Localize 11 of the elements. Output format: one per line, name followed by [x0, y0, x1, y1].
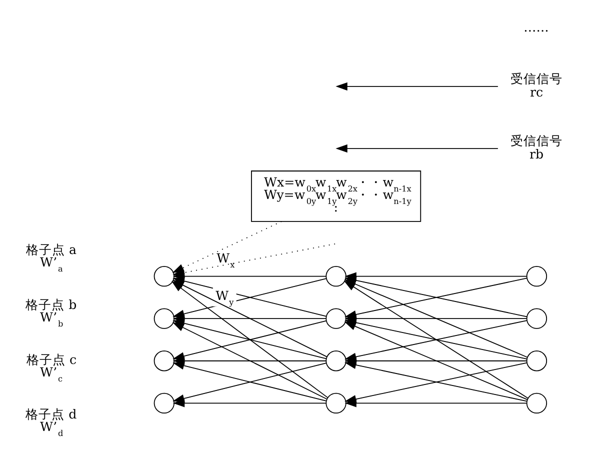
edge-label: W$_{y}$ — [215, 288, 234, 307]
node-label: 格子点 c — [26, 352, 76, 367]
node-label: 格子点 d — [25, 406, 76, 422]
node-label: W’$_{d}$ — [39, 419, 63, 438]
edge-label: W$_{x}$ — [216, 250, 234, 270]
node-text: 受信信号 rc — [510, 71, 562, 100]
node-text: 受信信号 rb — [510, 133, 562, 162]
node-label: 格子点 b — [25, 296, 76, 312]
label: …… — [523, 19, 548, 34]
node-label: W’$_{a}$ — [39, 254, 62, 274]
node-label: 格子点 a — [26, 242, 76, 257]
